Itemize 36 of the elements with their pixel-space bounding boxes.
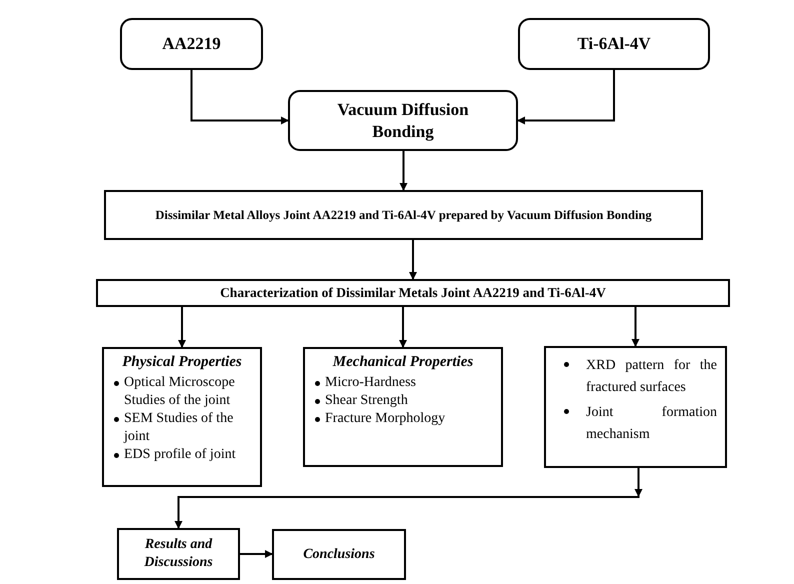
process-box — [96, 279, 730, 307]
list-item: Fracture Morphology — [325, 410, 446, 428]
arrow — [190, 70, 289, 124]
process-box — [102, 347, 262, 487]
arrow — [174, 468, 642, 529]
arrow — [632, 307, 640, 347]
process-box — [117, 528, 240, 580]
process-box — [303, 347, 503, 467]
process-box — [272, 529, 406, 580]
rounded-process-box — [288, 90, 518, 151]
box-label: Conclusions — [303, 546, 375, 564]
list-item: Optical Microscope Studies of the joint — [124, 374, 236, 410]
list-item: SEM Studies of the joint — [124, 410, 234, 446]
arrow — [399, 307, 407, 348]
rounded-process-box — [518, 18, 710, 70]
box-label: Results and Discussions — [143, 536, 214, 572]
box-label: Vacuum Diffusion Bonding — [336, 98, 470, 142]
list-item: Joint formation mechanism — [586, 404, 717, 444]
box-label: AA2219 — [162, 33, 221, 56]
process-box — [104, 190, 703, 240]
box-label: Dissimilar Metal Alloys Joint AA2219 and Ti-6Al-4V prepared by Vacuum Diffusion Bonding — [155, 206, 652, 224]
arrow — [178, 307, 186, 348]
process-box — [544, 346, 727, 468]
box-heading: Physical Properties — [122, 353, 242, 371]
arrow — [517, 70, 615, 124]
list-item: Shear Strength — [325, 392, 408, 410]
list-item: XRD pattern for the fractured surfaces — [586, 357, 717, 397]
rounded-process-box — [120, 18, 263, 70]
box-heading: Mechanical Properties — [332, 353, 474, 371]
box-label: Ti-6Al-4V — [577, 33, 651, 56]
list-item: Micro-Hardness — [325, 374, 416, 392]
arrow — [400, 151, 408, 191]
list-item: EDS profile of joint — [124, 446, 236, 464]
arrow — [240, 550, 273, 558]
box-label: Characterization of Dissimilar Metals Joint AA2219 and Ti-6Al-4V — [220, 284, 606, 302]
arrow — [409, 240, 417, 280]
